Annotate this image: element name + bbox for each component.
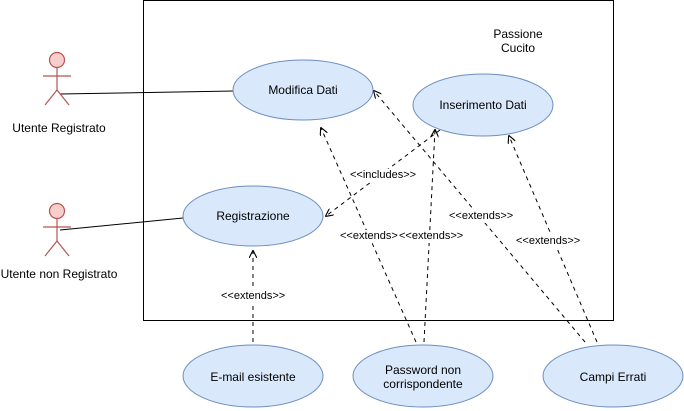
usecase-modifica <box>232 59 374 121</box>
relation-label-extends-email: <<extends>> <box>220 290 287 303</box>
usecase-password <box>352 344 494 408</box>
actor-label-unregistered: Utente non Registrato <box>0 267 118 281</box>
actor-registered <box>43 51 71 106</box>
relation-label-extends-password-modifica: <<extends>> <box>339 230 406 243</box>
relation-label-extends-campi-inserimento: <<extends>> <box>515 235 582 248</box>
actor-label-registered: Utente Registrato <box>12 121 106 135</box>
system-name: Passione Cucito <box>493 27 543 55</box>
usecase-inserimento <box>412 73 554 137</box>
association-line-unregistered <box>59 217 184 231</box>
relation-label-extends-campi-modifica: <<extends>> <box>448 210 515 223</box>
relation-label-includes: <<includes>> <box>349 169 418 182</box>
actor-unregistered <box>43 202 71 257</box>
usecase-label-password: Password non corrispondente <box>383 362 463 391</box>
relation-label-extends-password-inserimento: <<extends>> <box>398 230 465 243</box>
usecase-label-email: E-mail esistente <box>210 369 296 384</box>
system-boundary <box>143 0 614 321</box>
association-line-registered <box>59 90 235 95</box>
usecase-label-registrazione: Registrazione <box>216 208 290 223</box>
usecase-registrazione <box>182 185 324 247</box>
extends-arrow-password-modifica <box>321 128 417 343</box>
usecase-label-modifica: Modifica Dati <box>268 82 338 97</box>
usecase-email <box>182 344 324 408</box>
usecase-label-inserimento: Inserimento Dati <box>439 97 527 112</box>
usecase-label-campi: Campi Errati <box>579 369 647 384</box>
usecase-campi <box>542 344 684 408</box>
